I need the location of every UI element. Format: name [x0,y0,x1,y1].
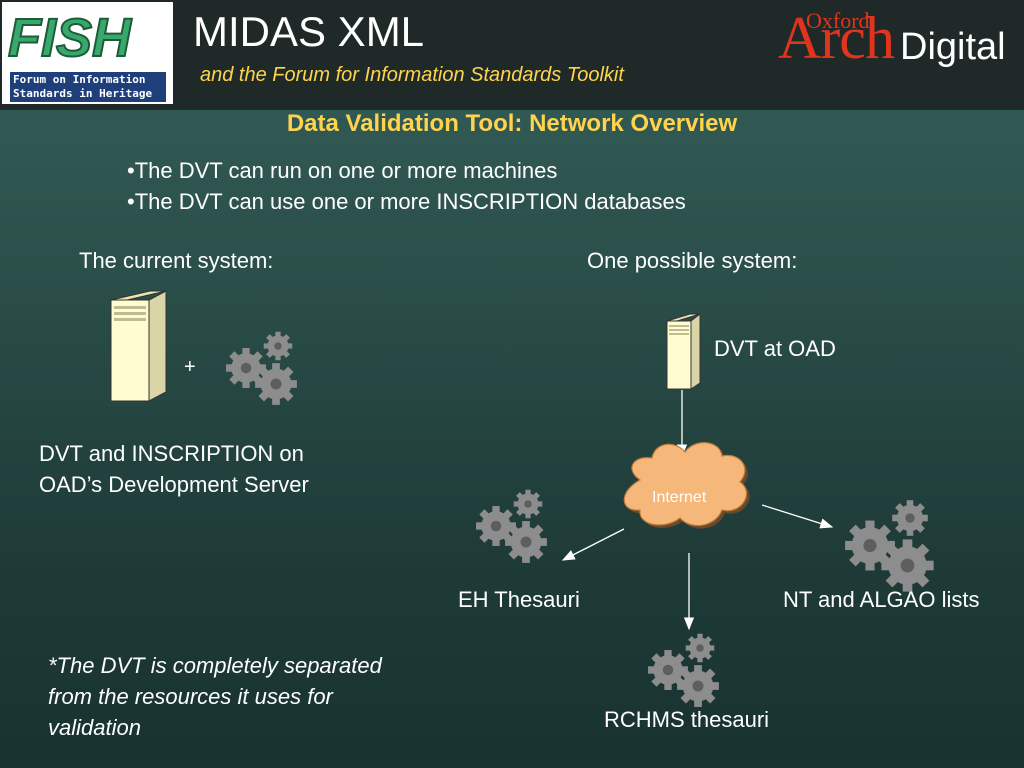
rchms-label: RCHMS thesauri [604,707,770,732]
current-system-heading: The current system: [79,248,274,273]
bullet-item: •The DVT can use one or more INSCRIPTION… [127,189,686,214]
plus-sign: + [184,356,196,378]
footnote: *The DVT is completely separated from th… [48,653,382,740]
gears-icon [226,332,297,405]
gears-icon [476,490,547,563]
fish-logo: FISH Forum on Information Standards in H… [2,2,173,104]
current-caption-line2: OAD’s Development Server [39,472,309,497]
arrow-icon [761,504,834,529]
bullet-item: •The DVT can run on one or more machines [127,158,558,183]
eh-thesauri-label: EH Thesauri [458,587,580,612]
internet-label: Internet [652,489,707,506]
brand-digital: Digital [900,26,1006,68]
logo-text: FISH [8,8,132,68]
nt-algao-label: NT and ALGAO lists [783,587,980,612]
brand-arch: Arch [778,5,895,71]
arrow-icon [561,528,625,561]
cloud-icon [623,442,750,529]
slide-heading: Data Validation Tool: Network Overview [286,110,738,137]
gears-icon [648,634,719,707]
server-icon [110,290,167,402]
gears-icon [845,500,934,591]
server-icon [666,312,701,390]
possible-system-heading: One possible system: [587,248,798,273]
current-caption-line1: DVT and INSCRIPTION on [39,441,304,466]
fish-logo-icon: FISH [7,7,133,69]
dvt-at-oad-label: DVT at OAD [714,336,836,361]
brand-oxford: Oxford [806,8,870,33]
page-title: MIDAS XML [193,8,425,55]
logo-subtitle: Forum on Information Standards in Herita… [10,72,166,102]
page-subtitle: and the Forum for Information Standards … [200,64,624,86]
